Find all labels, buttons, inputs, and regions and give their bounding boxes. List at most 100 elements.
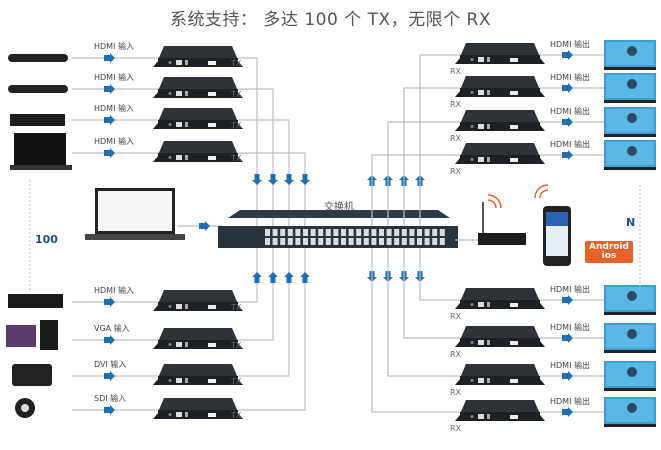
rx-unit-led bbox=[487, 340, 490, 345]
rx-unit-rj45 bbox=[478, 124, 484, 129]
rx-label: RX bbox=[450, 67, 462, 76]
pc-tower-icon bbox=[40, 320, 58, 350]
rx-unit-rj45 bbox=[478, 90, 484, 95]
rx-unit-front bbox=[460, 88, 540, 97]
switch-port bbox=[318, 238, 324, 245]
tx-unit-rj45 bbox=[176, 60, 182, 65]
rx-unit bbox=[455, 43, 545, 64]
rx-unit-led bbox=[487, 157, 490, 162]
tx-to-switch-line bbox=[238, 152, 306, 230]
rx-unit bbox=[455, 76, 545, 97]
rx-unit-rj45 bbox=[478, 414, 484, 419]
tx-input-label: HDMI 输入 bbox=[94, 104, 134, 113]
tx-input-label: VGA 输入 bbox=[94, 324, 130, 333]
rx-unit-dc bbox=[470, 125, 474, 128]
switch-port bbox=[379, 229, 384, 236]
badge-android: Android bbox=[589, 242, 629, 252]
rx-unit-hdmi bbox=[510, 158, 518, 162]
rx-output-arrow-icon bbox=[562, 50, 573, 60]
switch-port bbox=[295, 238, 301, 245]
rx-unit-hdmi bbox=[510, 303, 518, 307]
switch-port bbox=[265, 229, 270, 236]
tx-unit-top bbox=[158, 328, 238, 342]
switch-port bbox=[356, 229, 362, 236]
rx-output-label: HDMI 输出 bbox=[550, 397, 590, 406]
laptop-icon bbox=[14, 133, 66, 165]
switch-port bbox=[401, 229, 407, 236]
switch-port bbox=[386, 229, 392, 236]
uplink-arrow-icon bbox=[284, 272, 294, 283]
switch-port bbox=[394, 229, 400, 236]
tx-label: TX bbox=[231, 303, 242, 312]
switch-port bbox=[371, 229, 377, 236]
rx-unit-hdmi bbox=[510, 58, 518, 62]
rx-unit-hdmi bbox=[510, 341, 518, 345]
switch-port bbox=[272, 229, 278, 236]
rx-unit-dc bbox=[470, 415, 474, 418]
tx-input-arrow-icon bbox=[104, 115, 115, 125]
tx-unit-front bbox=[158, 302, 238, 311]
rx-unit-led bbox=[487, 414, 490, 419]
rx-output-label: HDMI 输出 bbox=[550, 73, 590, 82]
tx-input-label: HDMI 输入 bbox=[94, 73, 134, 82]
tx-unit-front bbox=[158, 120, 238, 129]
switch-port bbox=[386, 238, 392, 245]
rx-unit bbox=[455, 364, 545, 385]
tx-label: TX bbox=[231, 154, 242, 163]
rx-output-label: HDMI 输出 bbox=[550, 40, 590, 49]
uplink-arrow-icon bbox=[300, 174, 310, 185]
switch-port bbox=[439, 229, 445, 236]
tv-display-icon-bezel bbox=[604, 134, 656, 137]
tx-label: TX bbox=[231, 377, 242, 386]
rx-count-label: N bbox=[626, 216, 636, 229]
tx-to-switch-line bbox=[238, 240, 290, 377]
tx-unit bbox=[153, 364, 243, 385]
rx-unit-rj45 bbox=[478, 340, 484, 345]
switch-port bbox=[363, 229, 369, 236]
tv-display-icon-figure bbox=[627, 329, 637, 339]
switch-port bbox=[310, 229, 316, 236]
tx-unit-hdmi bbox=[208, 379, 216, 383]
control-software-screen bbox=[98, 191, 172, 231]
switch-port bbox=[348, 229, 354, 236]
switch-port bbox=[439, 238, 445, 245]
rx-unit-hdmi bbox=[510, 379, 518, 383]
rx-unit-hdmi bbox=[510, 415, 518, 419]
rx-output-arrow-icon bbox=[562, 150, 573, 160]
tx-unit-dc bbox=[168, 343, 172, 346]
rx-unit-top bbox=[460, 400, 540, 414]
rx-output-label: HDMI 输出 bbox=[550, 285, 590, 294]
tx-to-switch-line bbox=[238, 57, 258, 230]
tx-unit bbox=[153, 141, 243, 162]
tx-label: TX bbox=[231, 341, 242, 350]
ip-camera-lens-icon bbox=[21, 404, 29, 412]
tx-unit-hdmi bbox=[208, 305, 216, 309]
rx-unit-led bbox=[487, 378, 490, 383]
switch-port bbox=[394, 238, 400, 245]
rx-unit-top bbox=[460, 364, 540, 378]
tv-display-icon-figure bbox=[627, 113, 637, 123]
control-arrow-icon bbox=[199, 221, 210, 231]
control-laptop-base bbox=[85, 234, 185, 240]
tx-unit-led bbox=[185, 155, 188, 160]
switch-to-rx-line bbox=[419, 54, 460, 226]
tx-to-switch-line bbox=[238, 240, 306, 411]
rx-unit-led bbox=[487, 57, 490, 62]
switch-port bbox=[303, 229, 308, 236]
rx-label: RX bbox=[450, 350, 462, 359]
rx-unit-dc bbox=[470, 341, 474, 344]
tx-unit-rj45 bbox=[176, 412, 182, 417]
tx-unit-top bbox=[158, 141, 238, 155]
switch-port bbox=[287, 229, 293, 236]
rx-unit-dc bbox=[470, 379, 474, 382]
tv-display-icon bbox=[604, 140, 656, 170]
rx-output-arrow-icon bbox=[562, 117, 573, 127]
tx-unit-led bbox=[185, 342, 188, 347]
tx-unit bbox=[153, 328, 243, 349]
tv-display-icon bbox=[604, 73, 656, 103]
blu-ray-player-icon bbox=[8, 54, 68, 62]
tx-unit-hdmi bbox=[208, 343, 216, 347]
tx-unit-rj45 bbox=[176, 91, 182, 96]
switch-port bbox=[303, 238, 308, 245]
wifi-signal-icon bbox=[487, 194, 502, 209]
